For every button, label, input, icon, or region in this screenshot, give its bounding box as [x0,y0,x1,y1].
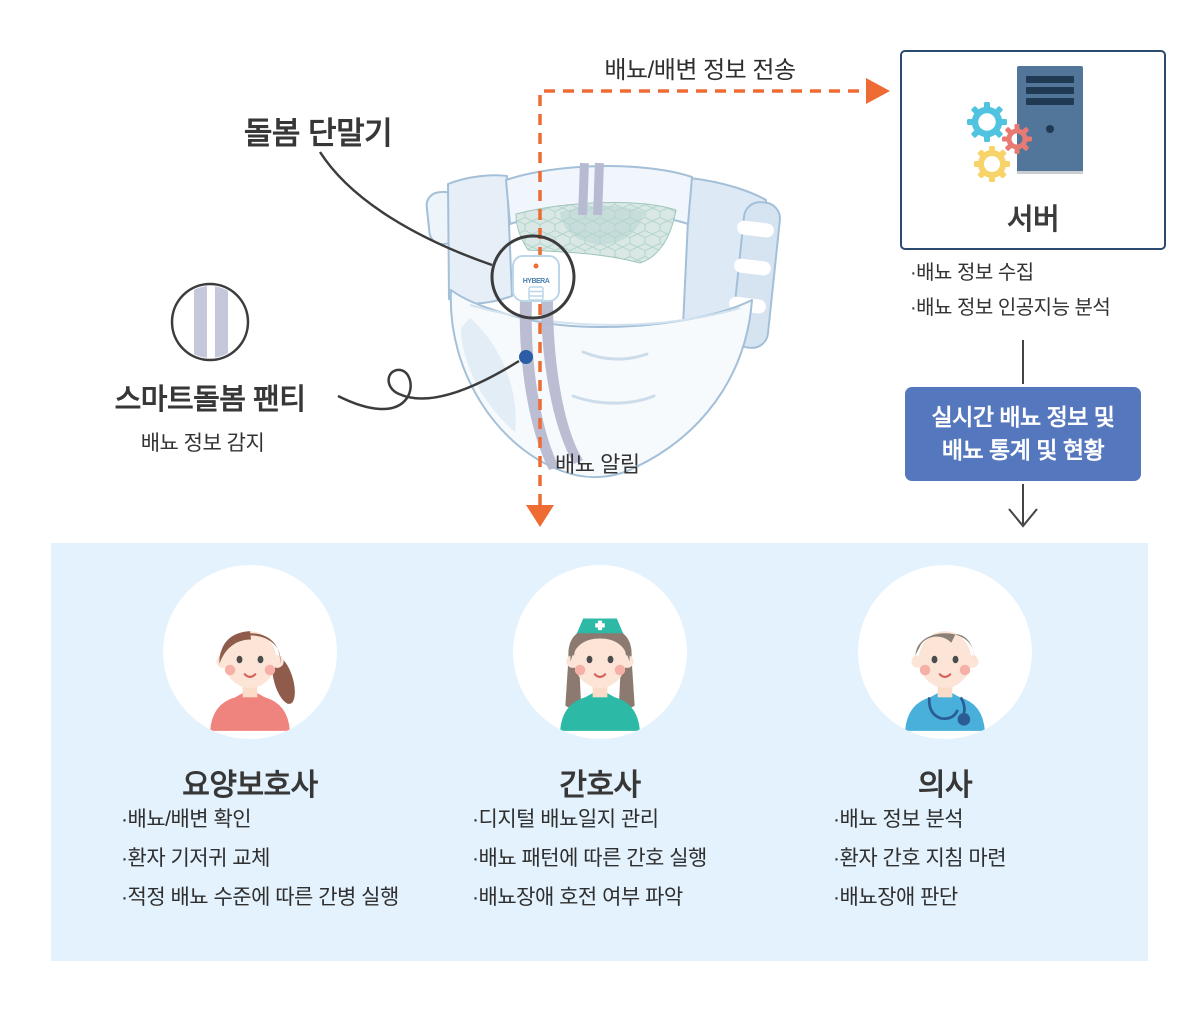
role-item: ·배뇨 정보 분석 [833,808,964,831]
arrowhead-chevron-down-icon [1008,508,1038,528]
role-list-caregiver: ·배뇨/배변 확인 ·환자 기저귀 교체 ·적정 배뇨 수준에 따른 간병 실행 [121,806,403,923]
role-item: ·환자 기저귀 교체 [121,847,270,870]
urination-alert-label: 배뇨 알림 [555,452,640,477]
sensor-point-dot [519,350,533,364]
role-title-nurse: 간호사 [559,769,641,802]
role-item: ·배뇨 패턴에 따른 간호 실행 [472,847,707,870]
magnifier-circle-icon [490,234,576,320]
server-tower-icon [967,66,1083,182]
server-bullet-list: ·배뇨 정보 수집 ·배뇨 정보 인공지능 분석 [910,256,1111,326]
server-box: 서버 [900,50,1166,250]
diaper-illustration [425,162,781,479]
realtime-info-box: 실시간 배뇨 정보 및 배뇨 통계 및 현황 [905,387,1141,481]
role-item: ·배뇨/배변 확인 [121,808,252,831]
server-title: 서버 [1006,204,1060,236]
gear-yellow-icon [974,146,1010,182]
realtime-info-line2: 배뇨 통계 및 현황 [941,437,1105,463]
transmission-label: 배뇨/배변 정보 전송 [604,57,796,84]
smart-panty-connector-line [337,359,520,411]
role-item: ·적정 배뇨 수준에 따른 간병 실행 [121,886,399,909]
device-led-dot [533,263,539,269]
stethoscope-icon [927,696,971,726]
smart-panty-title: 스마트돌봄 팬티 [114,384,306,416]
device-brand-label: HYBERA [523,278,550,285]
role-list-nurse: ·디지털 배뇨일지 관리 ·배뇨 패턴에 따른 간호 실행 ·배뇨장애 호전 여… [472,806,707,923]
caregiver-avatar [163,565,337,739]
care-terminal-device: HYBERA [512,255,560,302]
gear-red-icon [1002,124,1032,154]
sensor-strips-icon [170,282,250,362]
care-terminal-title: 돌봄 단말기 [243,116,393,151]
role-title-caregiver: 요양보호사 [182,769,318,802]
role-item: ·환자 간호 지침 마련 [833,847,1007,870]
doctor-avatar [858,565,1032,739]
role-list-doctor: ·배뇨 정보 분석 ·환자 간호 지침 마련 ·배뇨장애 판단 [833,806,1007,923]
role-title-doctor: 의사 [917,769,973,802]
role-item: ·배뇨장애 판단 [833,886,958,909]
gear-cyan-icon [967,102,1007,142]
nurse-avatar [513,565,687,739]
arrowhead-right-icon [866,78,890,104]
role-item: ·디지털 배뇨일지 관리 [472,808,659,831]
data-flow-dashed-arrow [526,78,890,527]
realtime-info-line1: 실시간 배뇨 정보 및 [931,404,1115,430]
server-bullet: ·배뇨 정보 수집 [910,262,1034,284]
smart-panty-subtitle: 배뇨 정보 감지 [140,432,265,455]
arrowhead-down-icon [526,505,554,527]
server-bullet: ·배뇨 정보 인공지능 분석 [910,297,1111,319]
role-item: ·배뇨장애 호전 여부 파악 [472,886,683,909]
box-to-roles-arrow [1008,484,1038,528]
care-terminal-connector-line [318,151,493,267]
